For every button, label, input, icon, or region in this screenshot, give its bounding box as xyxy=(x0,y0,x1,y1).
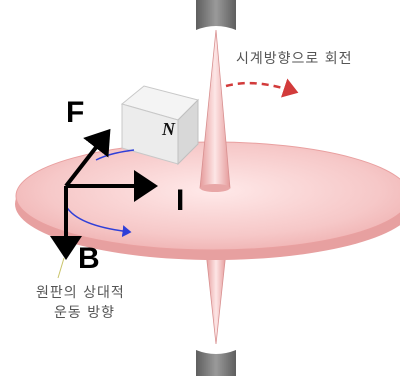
relative-motion-label-line1: 원판의 상대적 xyxy=(36,285,125,301)
rotation-arrow xyxy=(225,78,299,98)
relative-motion-label-line2: 운동 방향 xyxy=(54,305,115,321)
spike-base xyxy=(200,184,230,192)
leader-line xyxy=(57,257,65,279)
force-vector xyxy=(64,128,111,188)
field-label: B xyxy=(78,242,100,275)
upper-spike xyxy=(199,29,231,189)
top-holder xyxy=(196,0,236,30)
bottom-holder xyxy=(196,350,236,376)
motion-arrow-upper xyxy=(95,149,135,161)
magnet-pole-label: N xyxy=(162,119,175,139)
magnet-cube xyxy=(120,85,199,166)
rotation-label: 시계방향으로 회전 xyxy=(236,51,353,67)
motion-arrow-lower xyxy=(65,205,132,238)
force-label: F xyxy=(66,96,85,129)
lower-spike xyxy=(205,251,227,345)
current-label: I xyxy=(176,184,185,217)
